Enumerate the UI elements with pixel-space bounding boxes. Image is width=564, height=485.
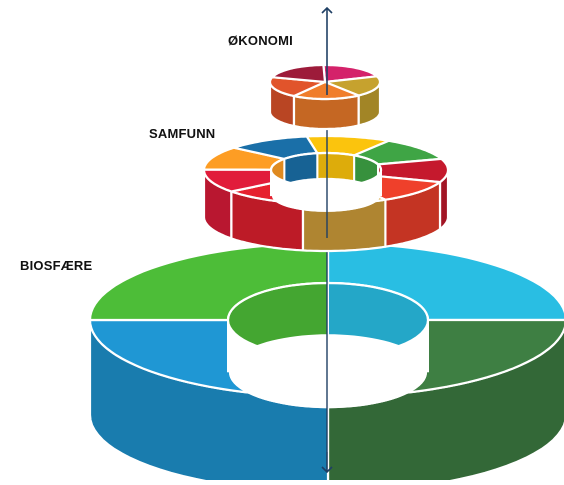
biosfaere-label: BIOSFÆRE [20,258,93,273]
okonomi-side-2 [292,94,360,131]
biosfaere-hole-rim [226,281,430,359]
biosfaere-hole-front [228,320,428,409]
biosfaere-layer [88,241,564,485]
samfunn-inner-wall-0 [316,152,356,183]
okonomi-segment-1 [323,75,382,97]
samfunn-layer [202,134,450,253]
samfunn-hole-front [271,170,381,212]
samfunn-hole-rim [269,151,383,189]
okonomi-segment-4 [271,63,327,84]
samfunn-label: SAMFUNN [149,126,216,141]
okonomi-layer [268,63,382,131]
okonomi-segment-3 [268,76,327,98]
okonomi-label: ØKONOMI [228,33,293,48]
